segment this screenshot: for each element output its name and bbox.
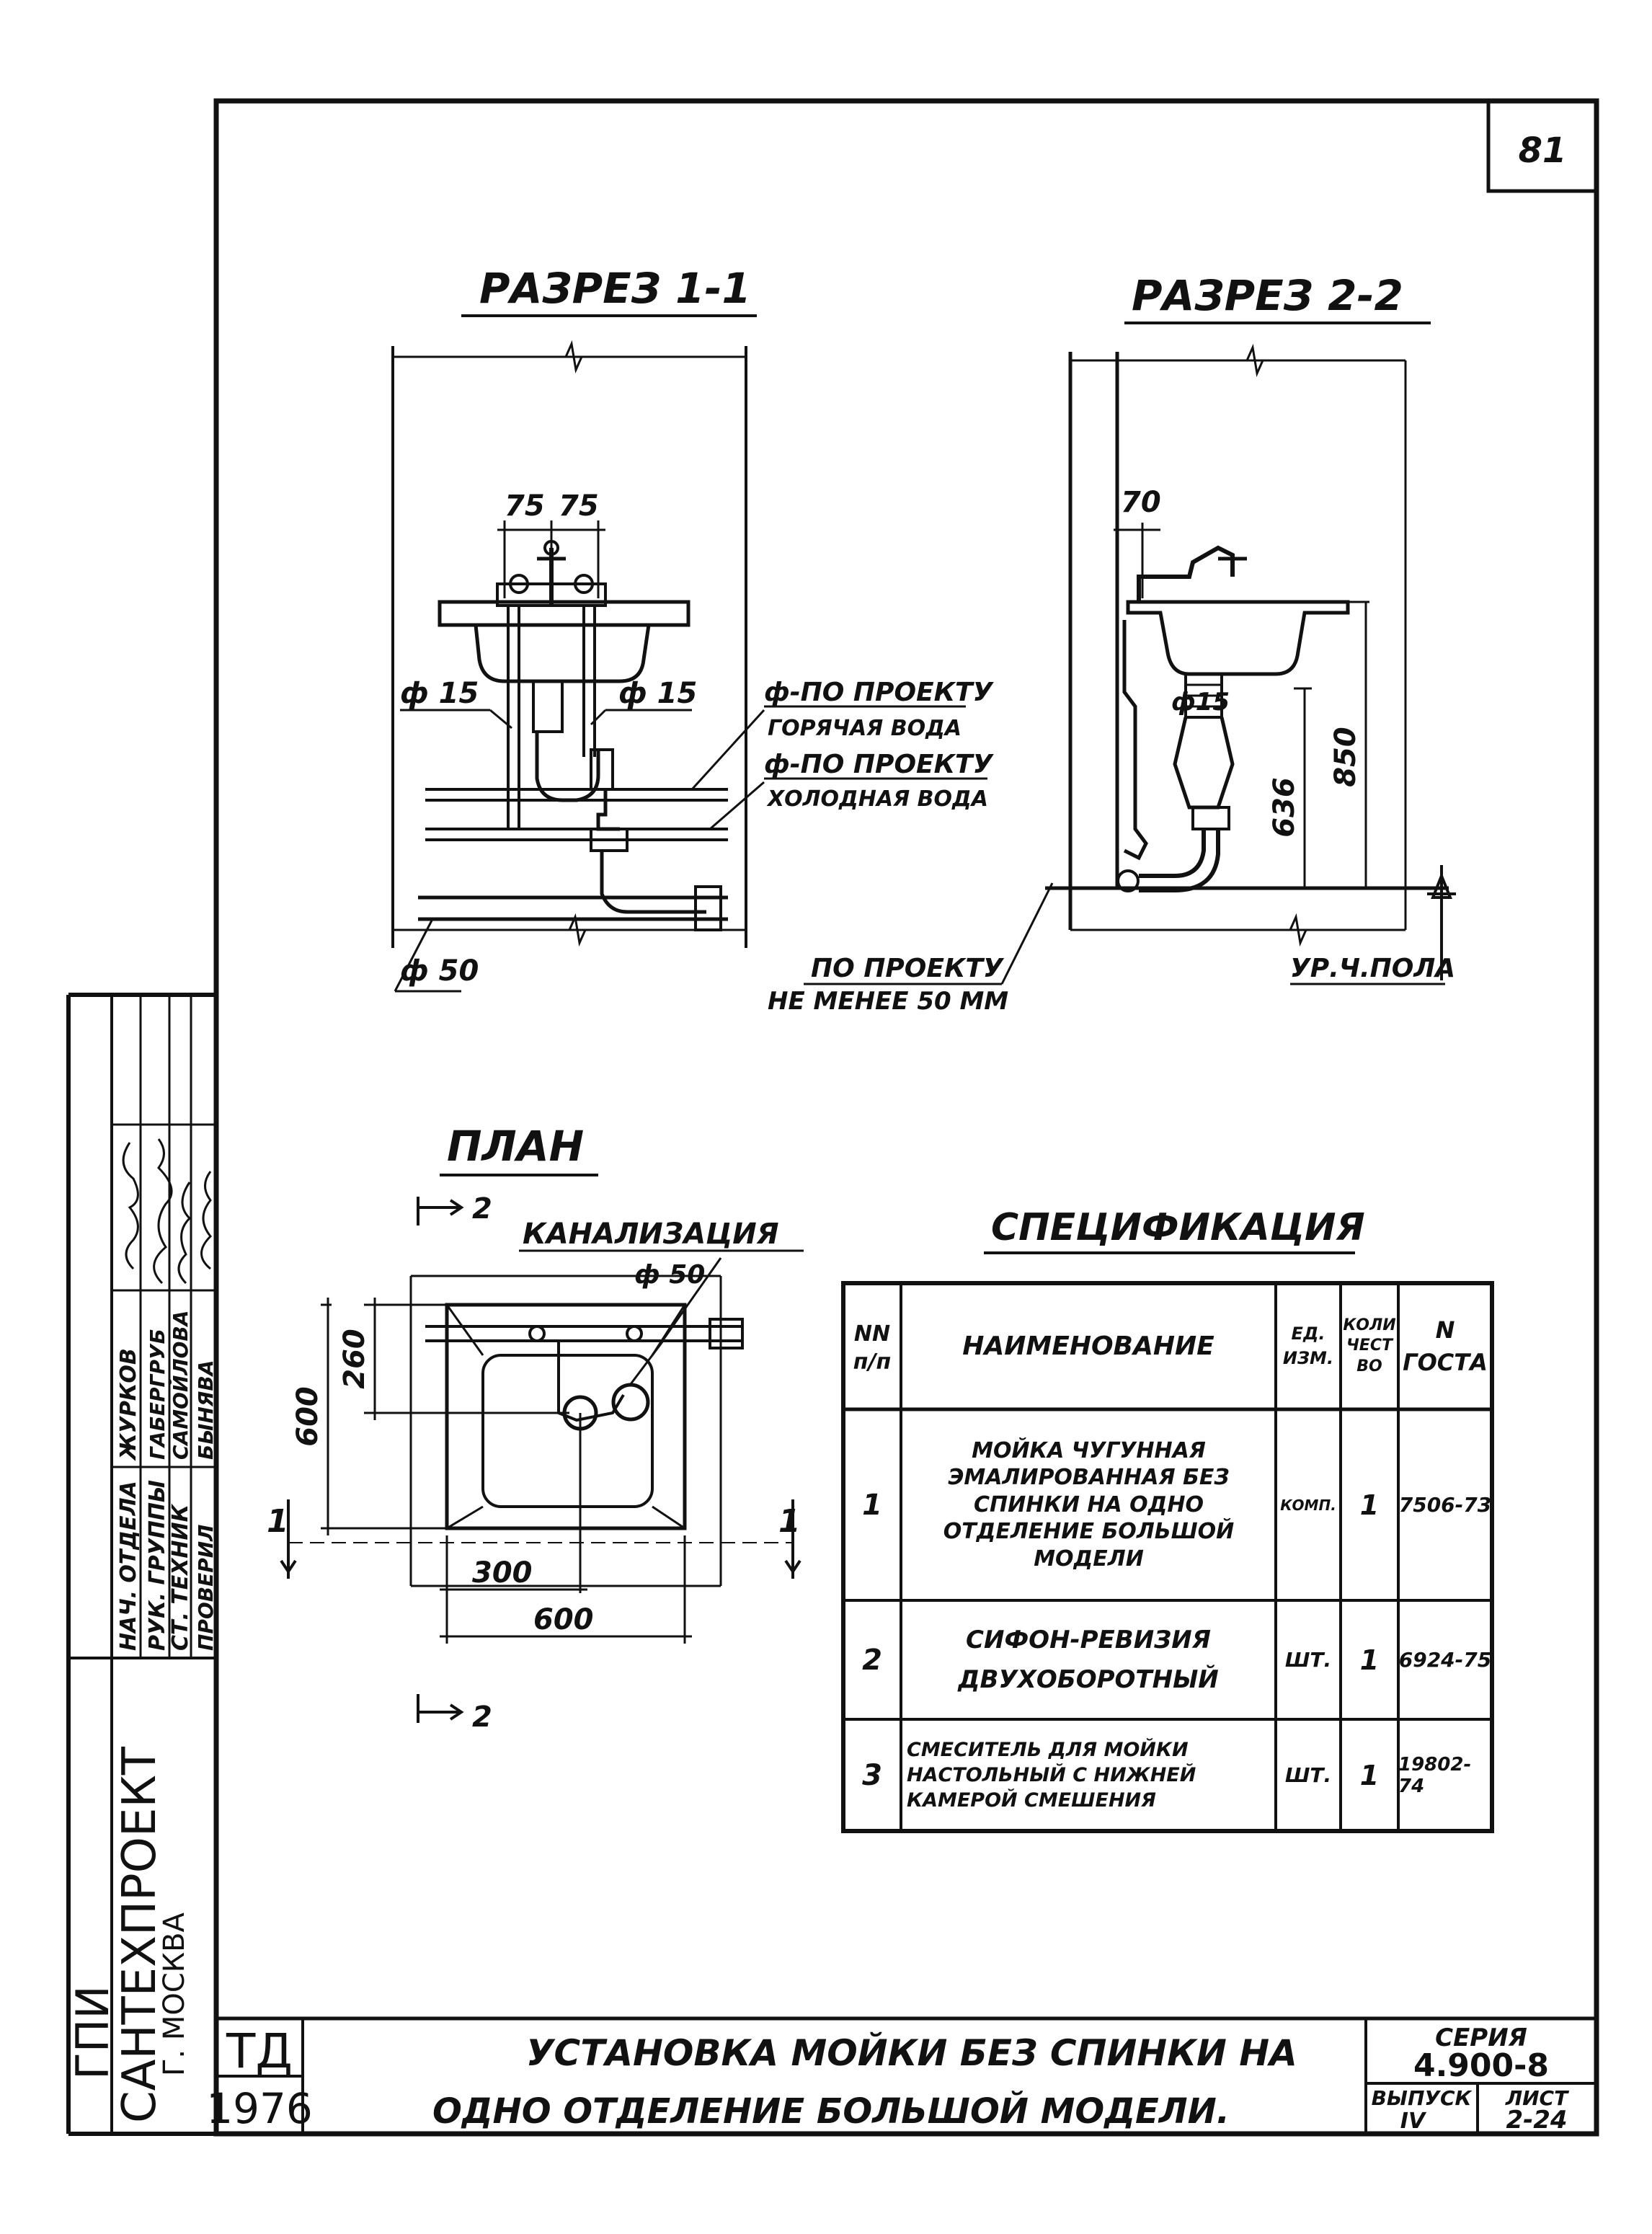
spec-table: NN п/п НАИМЕНОВАНИЕ ЕД. ИЗМ. КОЛИ ЧЕСТ В… [843,1283,1492,1831]
title-line-2: ОДНО ОТДЕЛЕНИЕ БОЛЬШОЙ МОДЕЛИ. [432,2091,1230,2132]
sheet-number: 81 [1519,130,1567,171]
org-line-2: САНТЕХПРОЕКТ [113,1746,166,2123]
spec-row-1-unit: КОМП. [1280,1496,1336,1514]
spec-row-3-gost: 19802-74 [1398,1753,1472,1797]
series-label: СЕРИЯ [1435,2024,1527,2052]
dim-300: 300 [472,1556,533,1590]
sewer-pipe-label: ф 50 [634,1260,705,1290]
spec-row-1-qty: 1 [1359,1489,1380,1521]
issue-label: ВЫПУСК [1372,2086,1473,2110]
role-2: РУК. ГРУППЫ [145,1480,170,1651]
specification: СПЕЦИФИКАЦИЯ [841,1206,1494,1833]
signature-4 [200,1171,213,1270]
sheet-number-box [1486,99,1599,193]
title-block: ТД 1976 УСТАНОВКА МОЙКИ БЕЗ СПИНКИ НА ОД… [206,2016,1597,2135]
plan-view: ПЛАН 2 2 1 1 КАНАЛИЗ [267,1122,804,1734]
role-4: ПРОВЕРИЛ [194,1525,218,1651]
signature-3 [177,1182,192,1285]
drawing-year: 1976 [206,2084,313,2133]
name-1: ЖУРКОВ [116,1348,141,1461]
dim-260: 260 [338,1329,371,1389]
cold-water-label-2: ХОЛОДНАЯ ВОДА [766,786,988,812]
role-3: СТ. ТЕХНИК [168,1503,193,1651]
spec-row-1-num: 1 [862,1488,882,1522]
spec-header-qty: КОЛИ ЧЕСТ ВО [1343,1316,1396,1375]
section-1-1: РАЗРЕЗ 1-1 75 75 [391,264,995,993]
spec-header-name: НАИМЕНОВАНИЕ [962,1331,1214,1361]
issue-value: IV [1400,2109,1427,2134]
hot-water-label-1: ф-ПО ПРОЕКТУ [764,678,995,707]
org-line-3: Г. МОСКВА [158,1912,191,2076]
dim-636: 636 [1268,777,1301,838]
name-4: БЫНЯВА [194,1360,218,1460]
hot-water-label-2: ГОРЯЧАЯ ВОДА [768,716,962,741]
section-mark-1-right: 1 [778,1503,801,1540]
outer-frame [213,98,1599,2137]
series-value: 4.900-8 [1413,2047,1549,2084]
spec-header-unit: ЕД. ИЗМ. [1282,1323,1334,1368]
spec-row-2-name: СИФОН-РЕВИЗИЯ ДВУХОБОРОТНЫЙ [958,1626,1219,1694]
dim-75-right: 75 [559,489,599,523]
spec-row-3-num: 3 [862,1758,882,1792]
spec-row-1-name: МОЙКА ЧУГУННАЯ ЭМАЛИРОВАННАЯ БЕЗ СПИНКИ … [943,1437,1235,1572]
section-2-title: РАЗРЕЗ 2-2 [1132,271,1403,320]
cold-water-label-1: ф-ПО ПРОЕКТУ [764,750,995,779]
signature-2 [153,1138,173,1285]
name-3: САМОЙЛОВА [168,1311,192,1460]
pipe-label-left: ф 15 [400,677,479,710]
dim-850: 850 [1329,727,1362,787]
spec-row-2-num: 2 [862,1643,882,1677]
pipe-label-15: ф15 [1171,688,1230,717]
spec-row-3-unit: ШТ. [1284,1763,1332,1787]
title-line-1: УСТАНОВКА МОЙКИ БЕЗ СПИНКИ НА [526,2031,1297,2074]
signature-1 [122,1142,139,1270]
pipe-label-right: ф 15 [618,677,697,710]
spec-row-2-unit: ШТ. [1284,1648,1332,1672]
pipe-label-bottom: ф 50 [400,954,479,988]
dim-75-left: 75 [505,489,545,523]
name-2: ГАБЕРГРУБ [146,1329,169,1460]
note-line-1: ПО ПРОЕКТУ [811,954,1005,983]
org-line-1: ГПИ [66,1985,119,2080]
section-mark-1-left: 1 [267,1503,289,1540]
plan-title: ПЛАН [447,1122,584,1171]
spec-row-3-qty: 1 [1359,1759,1380,1791]
spec-header-nn: NN п/п [853,1321,892,1375]
note-line-2: НЕ МЕНЕЕ 50 ММ [768,987,1008,1016]
sheet-value: 2-24 [1506,2106,1567,2135]
role-1: НАЧ. ОТДЕЛА [116,1481,141,1651]
spec-row-3-name: СМЕСИТЕЛЬ ДЛЯ МОЙКИ НАСТОЛЬНЫЙ С НИЖНЕЙ … [907,1738,1196,1812]
sheet-label: ЛИСТ [1505,2086,1569,2110]
spec-row-1-gost: 7506-73 [1398,1493,1492,1517]
drawing-code: ТД [226,2024,293,2079]
spec-row-2-gost: 6924-75 [1398,1648,1492,1672]
section-1-title: РАЗРЕЗ 1-1 [479,264,751,313]
dim-600-horizontal: 600 [533,1603,594,1636]
spec-title: СПЕЦИФИКАЦИЯ [991,1206,1365,1249]
sewer-label: КАНАЛИЗАЦИЯ [523,1218,779,1251]
section-2-2: РАЗРЕЗ 2-2 70 ф15 [768,271,1456,1016]
section-mark-2-top: 2 [472,1192,492,1225]
dim-600-vertical: 600 [291,1386,324,1447]
dim-70: 70 [1121,486,1161,519]
spec-row-2-qty: 1 [1359,1644,1380,1676]
section-mark-2-bottom: 2 [472,1701,492,1734]
spec-header-gost: N ГОСТА [1403,1316,1488,1376]
floor-level-label: УР.Ч.ПОЛА [1290,954,1455,983]
stamp-block: НАЧ. ОТДЕЛА РУК. ГРУППЫ СТ. ТЕХНИК ПРОВЕ… [66,995,218,2134]
